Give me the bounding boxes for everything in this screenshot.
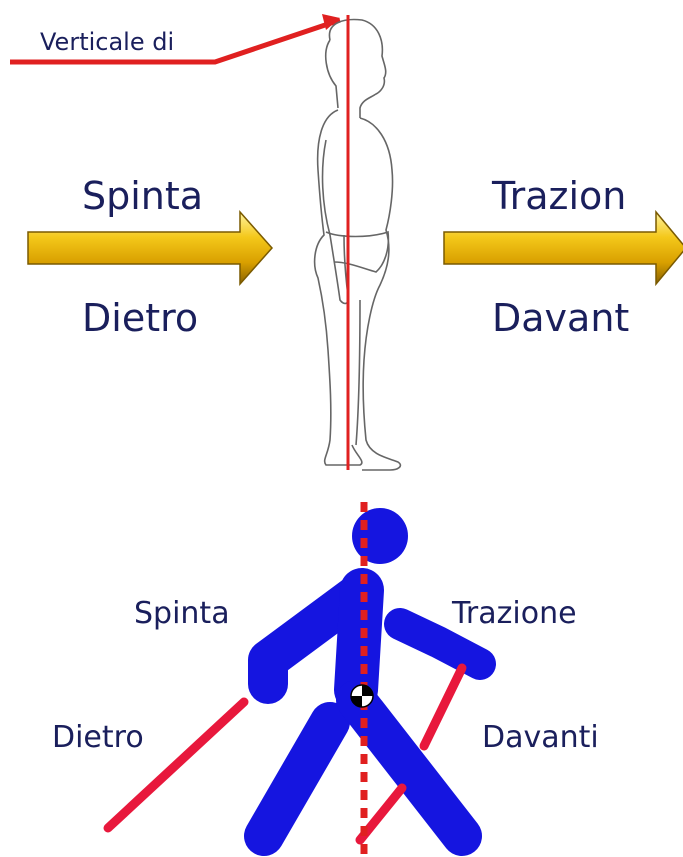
bottom-front-label: Davanti (482, 720, 599, 755)
bottom-push-label: Spinta (134, 596, 230, 631)
vertical-label: Verticale di (40, 28, 174, 56)
push-arrow (28, 212, 272, 284)
front-pole (424, 668, 462, 746)
walker-head (352, 508, 408, 564)
top-pull-label: Trazion (492, 174, 626, 218)
pull-arrow (444, 212, 683, 284)
walker-torso (356, 590, 362, 690)
top-push-label: Spinta (82, 174, 203, 218)
walker-front-leg (356, 700, 462, 836)
walking-figure (264, 508, 480, 836)
top-back-label: Dietro (82, 296, 198, 340)
center-of-gravity-icon (351, 685, 373, 707)
bottom-back-label: Dietro (52, 720, 144, 755)
standing-figure (315, 20, 401, 470)
bottom-pull-label: Trazione (452, 596, 577, 631)
top-front-label: Davant (492, 296, 629, 340)
walker-back-leg (264, 722, 330, 836)
